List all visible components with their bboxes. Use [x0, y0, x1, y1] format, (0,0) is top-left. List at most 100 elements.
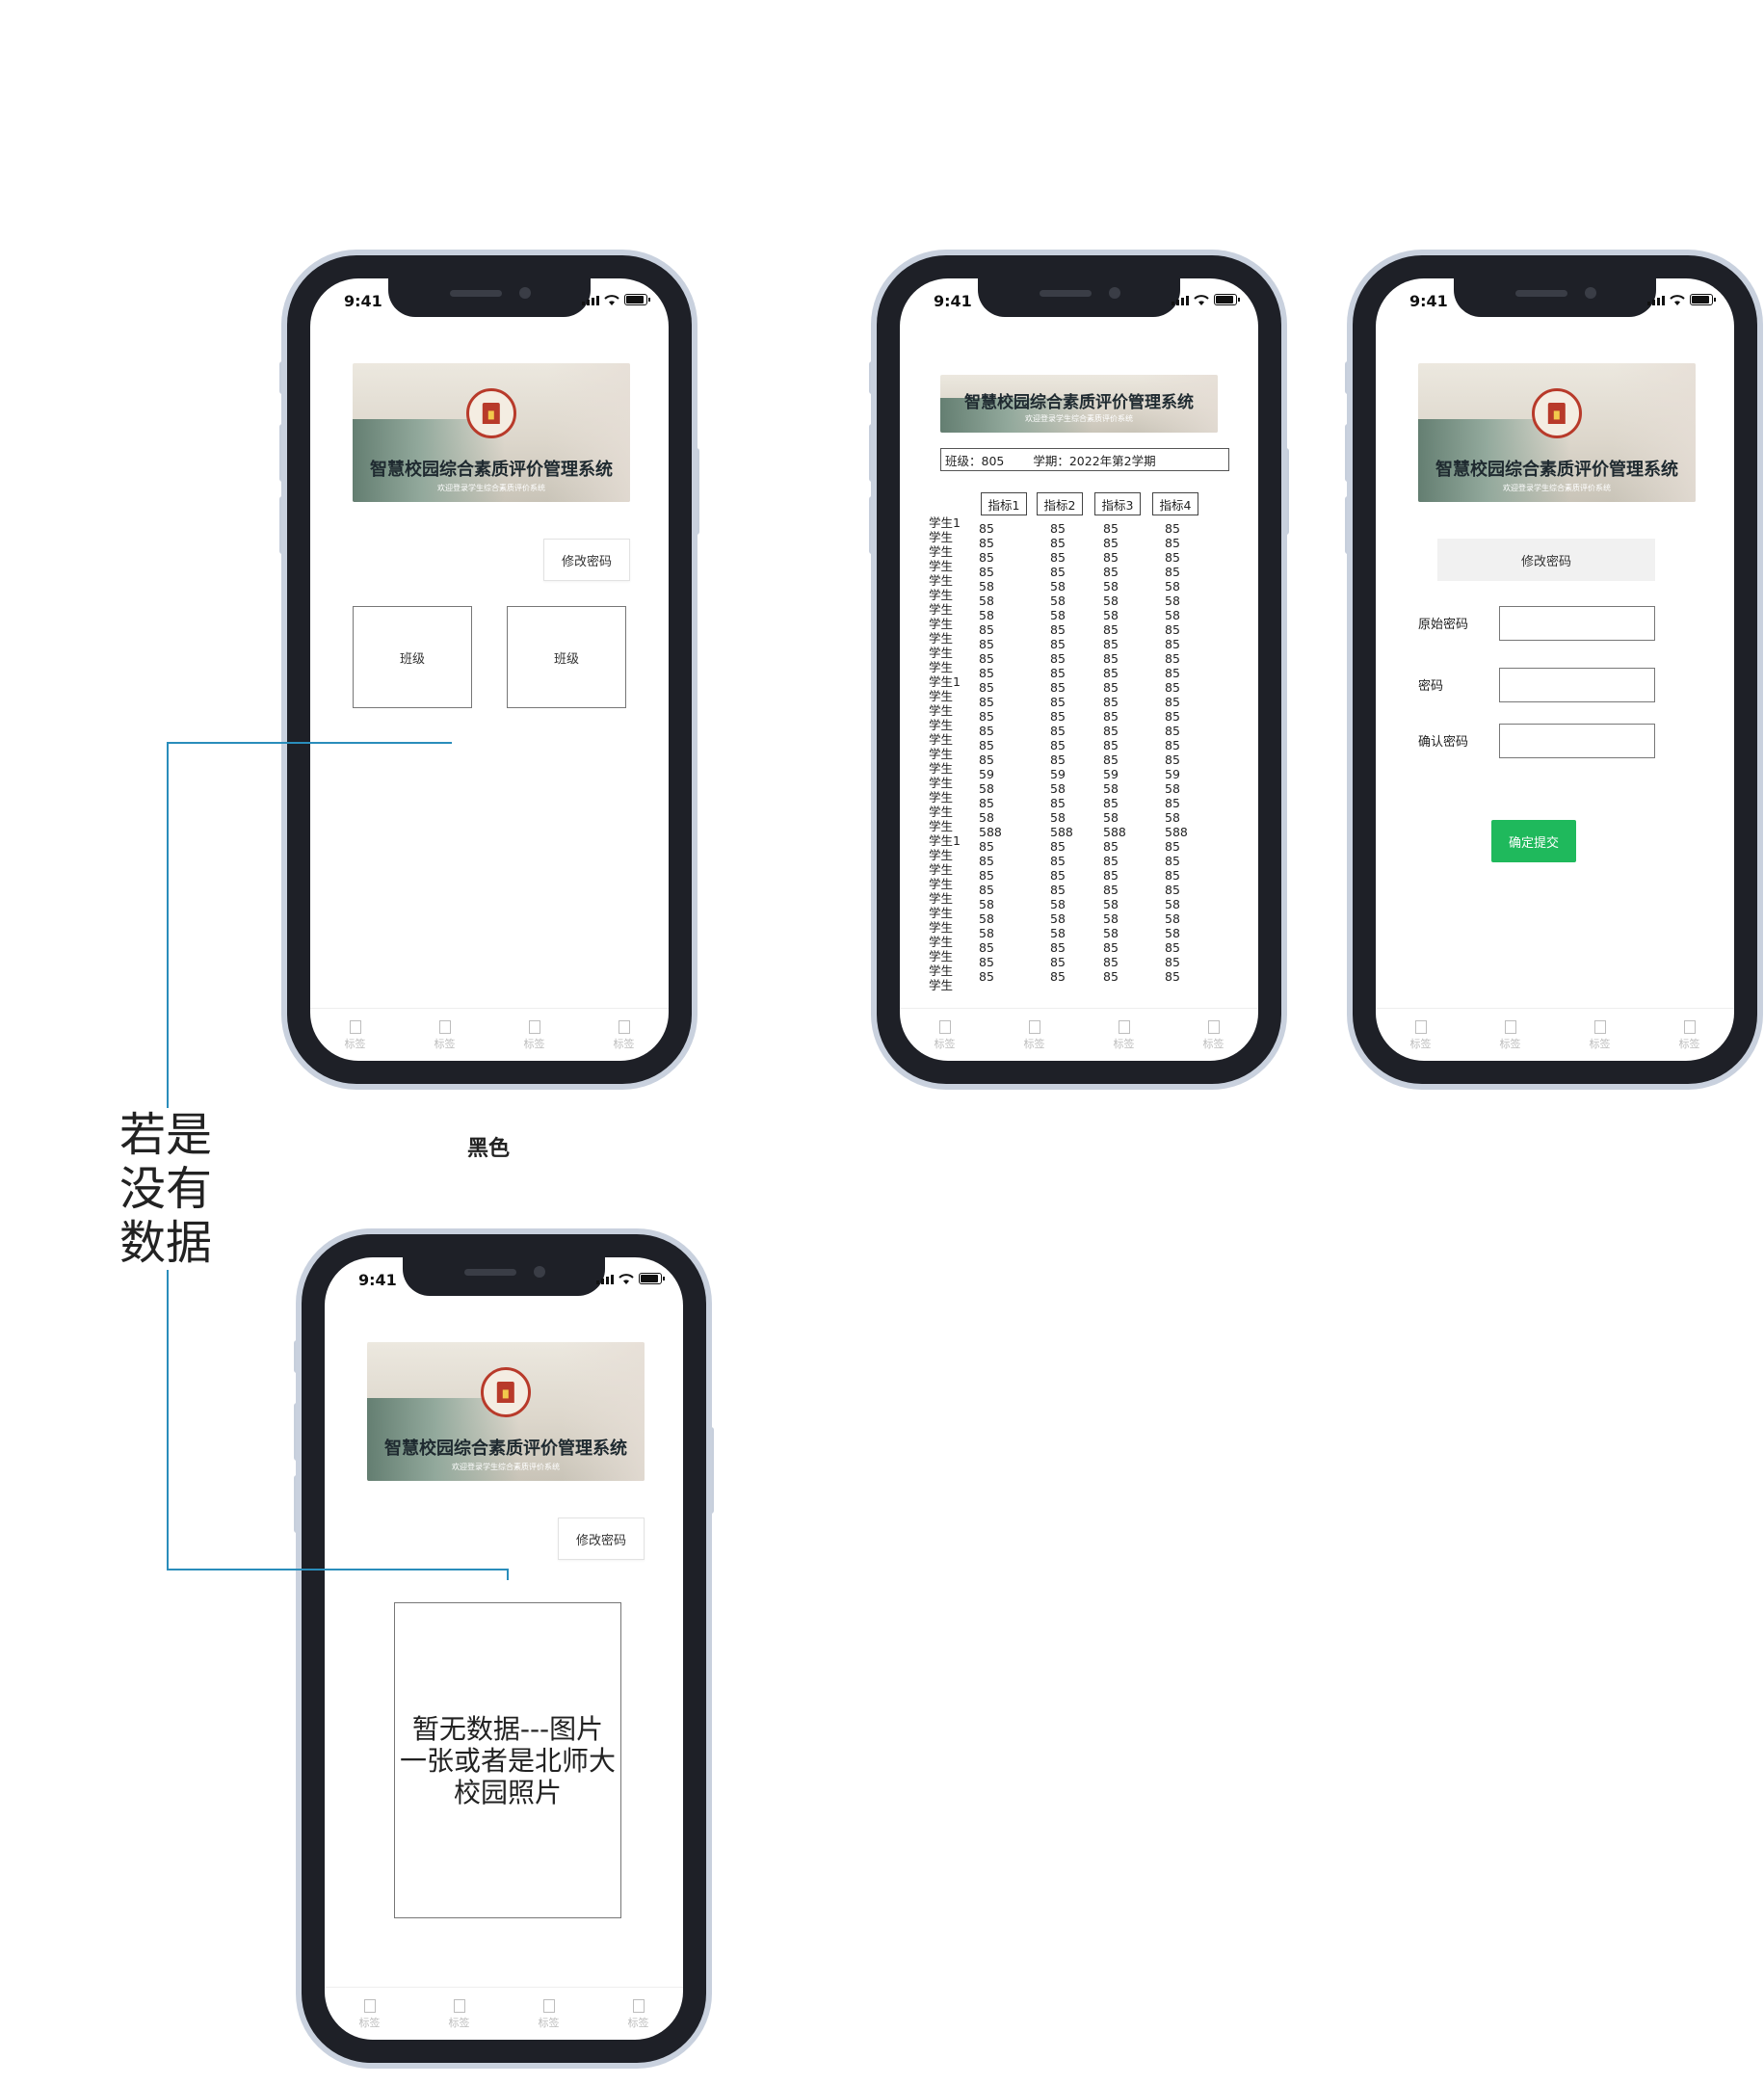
status-icons	[582, 294, 650, 305]
table-row-label: 学生	[929, 935, 954, 949]
table-cell: 85	[1050, 940, 1066, 955]
screen: 9:41 智慧校园综合素质评价管理系统 欢迎登录学生综合素质评价系统 修改密码 …	[1376, 278, 1734, 1061]
side-button	[294, 1340, 300, 1373]
table-cell: 85	[1165, 666, 1180, 680]
table-cell: 85	[1050, 622, 1066, 637]
tab-item[interactable]: 标签	[916, 1009, 974, 1061]
tab-icon	[453, 1999, 465, 2013]
table-cell: 59	[979, 767, 994, 781]
table-cell: 58	[1050, 911, 1066, 926]
change-password-button[interactable]: 修改密码	[543, 539, 630, 581]
tab-item[interactable]: 标签	[1571, 1009, 1629, 1061]
original-password-label: 原始密码	[1418, 618, 1469, 632]
table-cell: 85	[1103, 854, 1119, 868]
original-password-input[interactable]	[1499, 606, 1655, 641]
new-password-input[interactable]	[1499, 668, 1655, 702]
table-cell: 85	[1103, 969, 1119, 984]
table-cell: 85	[1165, 955, 1180, 969]
table-cell: 85	[1103, 666, 1119, 680]
table-cell: 58	[1165, 897, 1180, 911]
table-cell: 85	[1165, 550, 1180, 565]
confirm-password-input[interactable]	[1499, 724, 1655, 758]
tab-item[interactable]: 标签	[327, 1009, 384, 1061]
tab-item[interactable]: 标签	[506, 1009, 564, 1061]
table-cell: 58	[1050, 810, 1066, 825]
table-cell: 58	[1050, 897, 1066, 911]
class-card[interactable]: 班级	[507, 606, 626, 708]
class-card[interactable]: 班级	[353, 606, 472, 708]
table-cell: 58	[1165, 810, 1180, 825]
table-cell: 85	[1165, 565, 1180, 579]
table-row-label: 学生	[929, 978, 954, 992]
tab-item[interactable]: 标签	[1392, 1009, 1450, 1061]
school-seal-icon	[1532, 388, 1582, 438]
table-row-label: 学生1	[929, 674, 961, 689]
table-cell: 58	[979, 911, 994, 926]
table-cell: 85	[979, 622, 994, 637]
tab-item[interactable]: 标签	[1482, 1009, 1540, 1061]
class-info: 班级：805	[945, 453, 1005, 468]
table-cell: 85	[979, 651, 994, 666]
table-row-label: 学生	[929, 906, 954, 920]
table-cell: 58	[979, 926, 994, 940]
table-row-label: 学生1	[929, 515, 961, 530]
table-cell: 85	[1050, 709, 1066, 724]
table-header-cell: 指标1	[981, 492, 1027, 515]
table-cell: 85	[979, 969, 994, 984]
table-cell: 58	[1103, 926, 1119, 940]
signal-icon	[1172, 296, 1189, 305]
table-cell: 59	[1050, 767, 1066, 781]
table-cell: 85	[1103, 695, 1119, 709]
side-button	[1345, 496, 1351, 554]
tab-label: 标签	[1202, 1038, 1224, 1050]
table-cell: 58	[1050, 608, 1066, 622]
table-row-label: 学生	[929, 920, 954, 935]
table-row-label: 学生	[929, 573, 954, 588]
table-cell: 85	[1103, 565, 1119, 579]
submit-button[interactable]: 确定提交	[1491, 820, 1576, 862]
phone-no-data: 9:41 智慧校园综合素质评价管理系统 欢迎登录学生综合素质评价系统 修改密码 …	[294, 1234, 714, 2063]
tab-item[interactable]: 标签	[520, 1988, 578, 2040]
tab-item[interactable]: 标签	[610, 1988, 668, 2040]
header-banner: 智慧校园综合素质评价管理系统 欢迎登录学生综合素质评价系统	[353, 363, 630, 502]
header-banner: 智慧校园综合素质评价管理系统 欢迎登录学生综合素质评价系统	[1418, 363, 1696, 502]
table-row-label: 学生	[929, 747, 954, 761]
connector-line	[167, 742, 452, 744]
phone-bezel: 9:41 智慧校园综合素质评价管理系统 欢迎登录学生综合素质评价系统 班级：80…	[877, 255, 1281, 1084]
table-cell: 59	[1165, 767, 1180, 781]
side-button	[294, 1403, 300, 1461]
table-row-label: 学生	[929, 805, 954, 819]
tab-label: 标签	[1113, 1038, 1135, 1050]
table-cell: 85	[1050, 680, 1066, 695]
change-password-button[interactable]: 修改密码	[558, 1518, 645, 1560]
tab-item[interactable]: 标签	[1095, 1009, 1153, 1061]
table-cell: 85	[1103, 709, 1119, 724]
table-cell: 85	[979, 695, 994, 709]
tab-label: 标签	[1678, 1038, 1700, 1050]
tab-item[interactable]: 标签	[595, 1009, 653, 1061]
table-cell: 58	[1103, 594, 1119, 608]
tab-icon	[1207, 1020, 1220, 1034]
tab-label: 标签	[613, 1038, 635, 1050]
table-cell: 85	[979, 796, 994, 810]
tab-item[interactable]: 标签	[341, 1988, 399, 2040]
tab-bar: 标签 标签 标签 标签	[310, 1008, 669, 1061]
tab-item[interactable]: 标签	[1661, 1009, 1719, 1061]
table-cell: 85	[1103, 868, 1119, 883]
table-cell: 85	[1050, 738, 1066, 752]
tab-item[interactable]: 标签	[1185, 1009, 1243, 1061]
system-title: 智慧校园综合素质评价管理系统	[370, 460, 613, 480]
status-time: 9:41	[934, 292, 972, 310]
tab-icon	[1593, 1020, 1606, 1034]
tab-label: 标签	[538, 2017, 560, 2029]
table-header-cell: 指标4	[1152, 492, 1198, 515]
wifi-icon	[1194, 295, 1209, 305]
tab-item[interactable]: 标签	[431, 1988, 488, 2040]
tab-label: 标签	[1499, 1038, 1521, 1050]
table-cell: 85	[1050, 651, 1066, 666]
tab-item[interactable]: 标签	[416, 1009, 474, 1061]
table-cell: 59	[1103, 767, 1119, 781]
table-row-label: 学生	[929, 588, 954, 602]
tab-item[interactable]: 标签	[1006, 1009, 1064, 1061]
table-cell: 85	[979, 940, 994, 955]
